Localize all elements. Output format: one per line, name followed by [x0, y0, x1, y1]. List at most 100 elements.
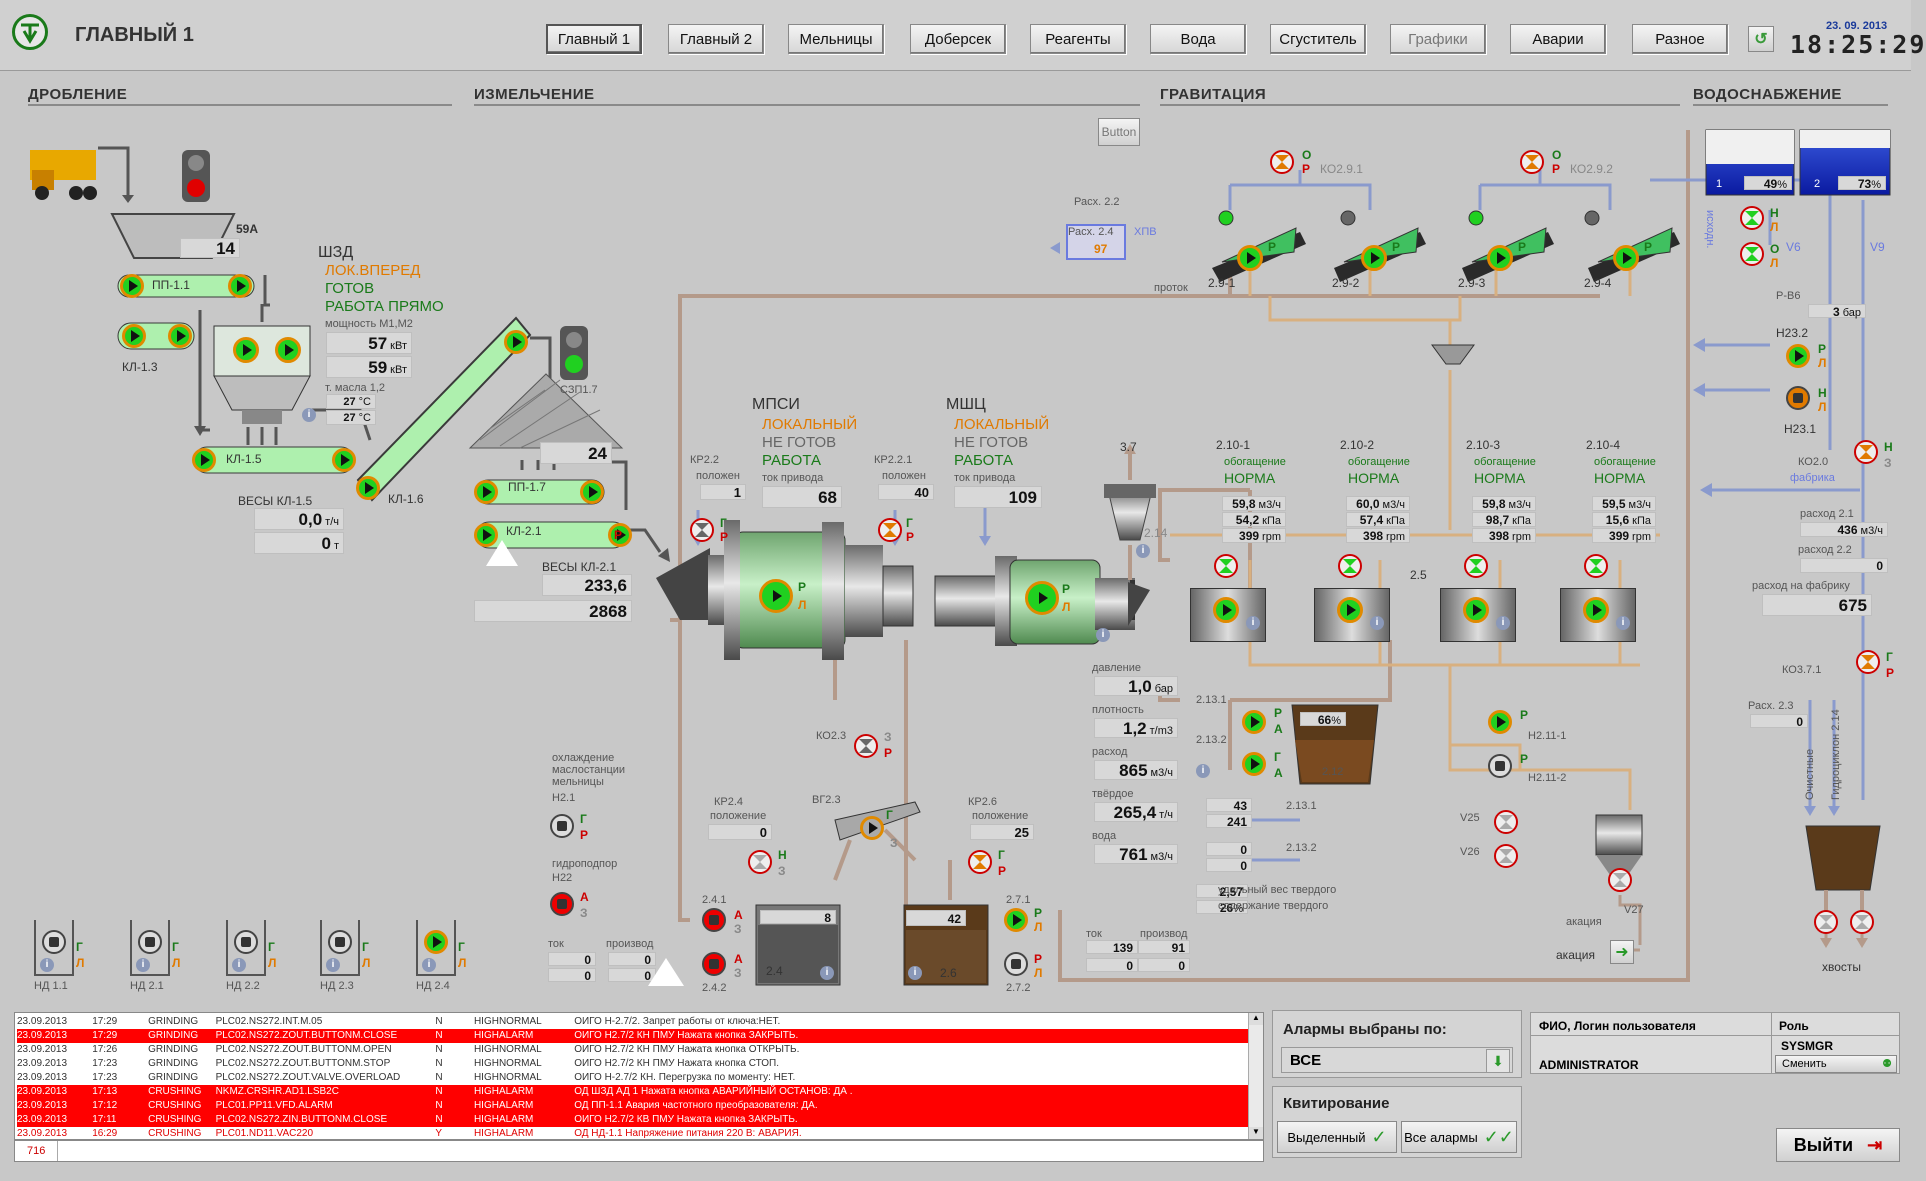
info-icon[interactable]: i: [422, 958, 436, 972]
vg23-motor[interactable]: [860, 816, 884, 840]
info-icon[interactable]: i: [1246, 616, 1260, 630]
akaciya-button[interactable]: ➜: [1610, 940, 1634, 964]
p241-pump[interactable]: [702, 908, 726, 932]
tab-10[interactable]: Разное: [1632, 24, 1728, 54]
info-icon[interactable]: i: [1096, 628, 1110, 642]
kl13-motor2[interactable]: [168, 324, 192, 348]
exit-button[interactable]: Выйти ⇥: [1776, 1128, 1900, 1162]
ko20-valve[interactable]: [1854, 440, 1878, 464]
screen-motor-0[interactable]: [1237, 245, 1263, 271]
conc-motor-1[interactable]: [1337, 597, 1363, 623]
info-icon[interactable]: i: [1496, 616, 1510, 630]
info-icon[interactable]: i: [302, 408, 316, 422]
info-icon[interactable]: i: [40, 958, 54, 972]
dropdown-arrow-icon[interactable]: ⬇: [1486, 1049, 1510, 1073]
kr22-valve[interactable]: [690, 518, 714, 542]
nd-pump-1[interactable]: [138, 930, 162, 954]
v25-valve[interactable]: [1494, 810, 1518, 834]
tab-2[interactable]: Главный 2: [668, 24, 764, 54]
nd-pump-box[interactable]: [34, 920, 74, 976]
nd-pump-3[interactable]: [328, 930, 352, 954]
tab-8[interactable]: Графики: [1390, 24, 1486, 54]
info-icon[interactable]: i: [1196, 764, 1210, 778]
v26-valve[interactable]: [1494, 844, 1518, 868]
alarm-scrollbar[interactable]: ▲ ▼: [1248, 1013, 1263, 1139]
tab-7[interactable]: Сгуститель: [1270, 24, 1366, 54]
nd-pump-4[interactable]: [424, 930, 448, 954]
warning-icon[interactable]: [486, 540, 518, 566]
scroll-down-icon[interactable]: ▼: [1249, 1127, 1263, 1139]
kl16-motor[interactable]: [356, 476, 380, 500]
kl16-motor2[interactable]: [504, 330, 528, 354]
tab-4[interactable]: Доберсек: [910, 24, 1006, 54]
pp17-motor[interactable]: [474, 480, 498, 504]
n2111-pump[interactable]: [1488, 710, 1512, 734]
ack-all-button[interactable]: Все алармы ✓✓: [1401, 1121, 1517, 1153]
tab-6[interactable]: Вода: [1150, 24, 1246, 54]
conc-valve-3[interactable]: [1584, 554, 1608, 578]
n232-pump[interactable]: [1786, 344, 1810, 368]
ko292-valve[interactable]: [1520, 150, 1544, 174]
screen-motor-3[interactable]: [1613, 245, 1639, 271]
kl15-motor[interactable]: [192, 448, 216, 472]
tab-1[interactable]: Главный 1: [546, 24, 642, 54]
n21-pump[interactable]: [550, 814, 574, 838]
nd-pump-0[interactable]: [42, 930, 66, 954]
shzd-motor2[interactable]: [275, 337, 301, 363]
p272-pump[interactable]: [1004, 952, 1028, 976]
tab-3[interactable]: Мельницы: [788, 24, 884, 54]
n22-pump[interactable]: [550, 892, 574, 916]
conc-valve-0[interactable]: [1214, 554, 1238, 578]
p242-pump[interactable]: [702, 952, 726, 976]
info-icon[interactable]: i: [820, 966, 834, 980]
screen-motor-1[interactable]: [1361, 245, 1387, 271]
ko291-valve[interactable]: [1270, 150, 1294, 174]
mpsi-motor[interactable]: [759, 579, 793, 613]
pp11-motor2[interactable]: [228, 274, 252, 298]
kl13-motor[interactable]: [122, 324, 146, 348]
ko371-valve[interactable]: [1856, 650, 1880, 674]
pp11-motor[interactable]: [120, 274, 144, 298]
water-valve-1[interactable]: [1740, 206, 1764, 230]
alarm-filter-select[interactable]: ВСЕ ⬇: [1281, 1047, 1513, 1073]
p271-pump[interactable]: [1004, 908, 1028, 932]
tab-9[interactable]: Аварии: [1510, 24, 1606, 54]
tail-valve-2[interactable]: [1850, 910, 1874, 934]
kr26-valve[interactable]: [968, 850, 992, 874]
info-icon[interactable]: i: [136, 958, 150, 972]
info-icon[interactable]: i: [326, 958, 340, 972]
conc-motor-3[interactable]: [1583, 597, 1609, 623]
n2112-pump[interactable]: [1488, 754, 1512, 778]
change-user-button[interactable]: Сменить ⚉: [1775, 1055, 1897, 1073]
pp17-motor2[interactable]: [580, 480, 604, 504]
nd-pump-2[interactable]: [234, 930, 258, 954]
kl15-motor2[interactable]: [332, 448, 356, 472]
kl21-motor2[interactable]: [608, 523, 632, 547]
ack-selected-button[interactable]: Выделенный ✓: [1277, 1121, 1397, 1153]
nd-pump-box[interactable]: [130, 920, 170, 976]
tail-valve-1[interactable]: [1814, 910, 1838, 934]
kr24-valve[interactable]: [748, 850, 772, 874]
n231-pump[interactable]: [1786, 386, 1810, 410]
kr221-valve[interactable]: [878, 518, 902, 542]
mshts-motor[interactable]: [1025, 581, 1059, 615]
ko23-valve[interactable]: [854, 734, 878, 758]
shzd-motor1[interactable]: [233, 337, 259, 363]
conc-valve-2[interactable]: [1464, 554, 1488, 578]
info-icon[interactable]: i: [232, 958, 246, 972]
nd-pump-box[interactable]: [226, 920, 266, 976]
nd-pump-box[interactable]: [416, 920, 456, 976]
screen-motor-2[interactable]: [1487, 245, 1513, 271]
p2131-pump[interactable]: [1242, 710, 1266, 734]
conc-motor-2[interactable]: [1463, 597, 1489, 623]
scroll-up-icon[interactable]: ▲: [1249, 1013, 1263, 1025]
tab-5[interactable]: Реагенты: [1030, 24, 1126, 54]
